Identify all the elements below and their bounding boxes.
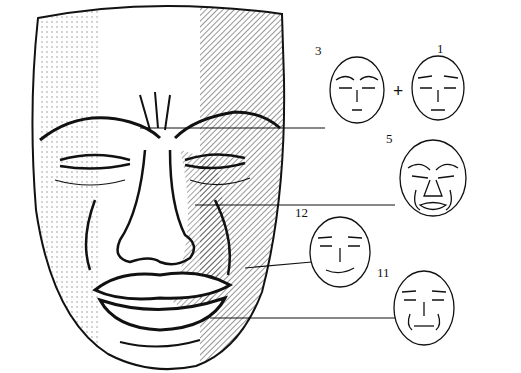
- leader-lines: [140, 128, 412, 318]
- callout-number: 3: [314, 44, 323, 57]
- plus-sign: +: [392, 82, 404, 100]
- small-face: [400, 140, 466, 216]
- callout-number: 1: [436, 42, 445, 55]
- callout-number: 12: [294, 206, 309, 219]
- small-face: [330, 57, 384, 123]
- small-face: [394, 271, 454, 345]
- small-face: [412, 56, 464, 120]
- callout-number: 5: [385, 132, 394, 145]
- small-face: [310, 217, 370, 287]
- callout-number: 11: [376, 266, 391, 279]
- large-face: [32, 0, 290, 373]
